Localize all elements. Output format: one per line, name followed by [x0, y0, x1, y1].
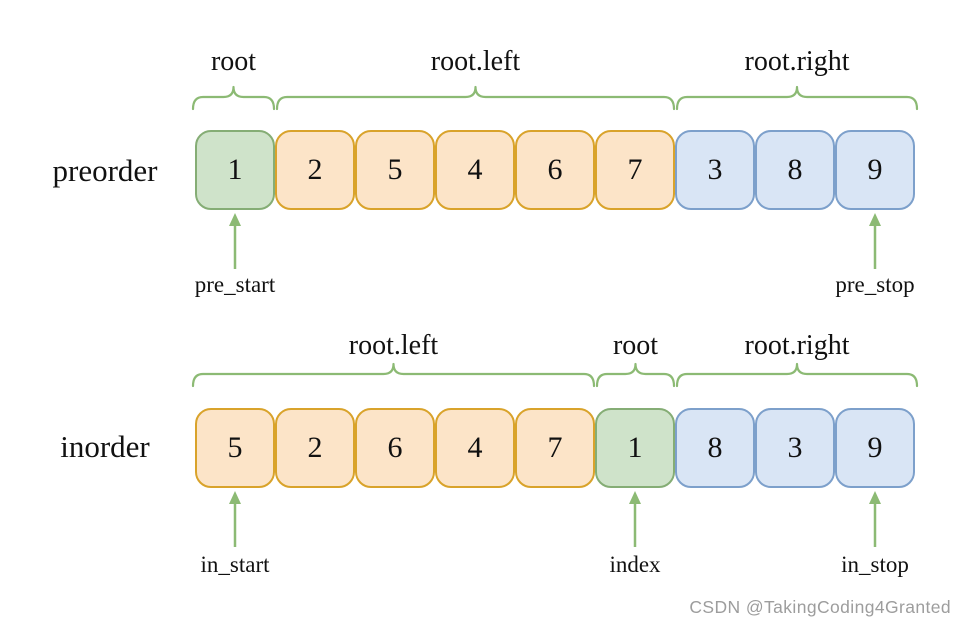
brace-label: root.right	[744, 330, 850, 361]
pointer-arrowhead	[229, 491, 241, 504]
brace-label: root.right	[744, 46, 850, 77]
brace-path	[191, 85, 276, 111]
pointer-label: index	[609, 552, 661, 577]
brace-path	[275, 85, 676, 111]
row-label: inorder	[60, 429, 150, 464]
watermark: CSDN @TakingCoding4Granted	[689, 597, 951, 617]
array-cell: 3	[755, 408, 835, 488]
brace-path	[675, 85, 919, 111]
array-cell: 4	[435, 130, 515, 210]
pointer-arrowhead	[229, 213, 241, 226]
pointer-label: pre_start	[194, 272, 276, 297]
brace-label: root	[612, 330, 659, 361]
brace-label: root.left	[348, 330, 439, 361]
array-cell: 9	[835, 408, 915, 488]
array-cell: 7	[515, 408, 595, 488]
array-cell: 3	[675, 130, 755, 210]
array-cell: 7	[595, 130, 675, 210]
array-cell: 2	[275, 130, 355, 210]
pointer-arrowhead	[629, 491, 641, 504]
array-cell: 8	[675, 408, 755, 488]
brace-label: root.left	[430, 46, 521, 77]
array-cell: 6	[515, 130, 595, 210]
pointer-label: in_stop	[841, 552, 909, 577]
array-cell: 9	[835, 130, 915, 210]
pointer-label: pre_stop	[835, 272, 915, 297]
array-cell: 5	[195, 408, 275, 488]
brace-label: root	[210, 46, 257, 77]
brace-path	[675, 362, 919, 388]
brace-path	[191, 362, 596, 388]
brace-path	[595, 362, 676, 388]
array-cell: 6	[355, 408, 435, 488]
array-cell: 1	[195, 130, 275, 210]
array-cell: 8	[755, 130, 835, 210]
array-cell: 2	[275, 408, 355, 488]
pointer-arrowhead	[869, 491, 881, 504]
pointer-arrowhead	[869, 213, 881, 226]
pointer-label: in_start	[200, 552, 270, 577]
row-label: preorder	[52, 153, 158, 188]
array-cell: 5	[355, 130, 435, 210]
array-cell: 1	[595, 408, 675, 488]
array-cell: 4	[435, 408, 515, 488]
